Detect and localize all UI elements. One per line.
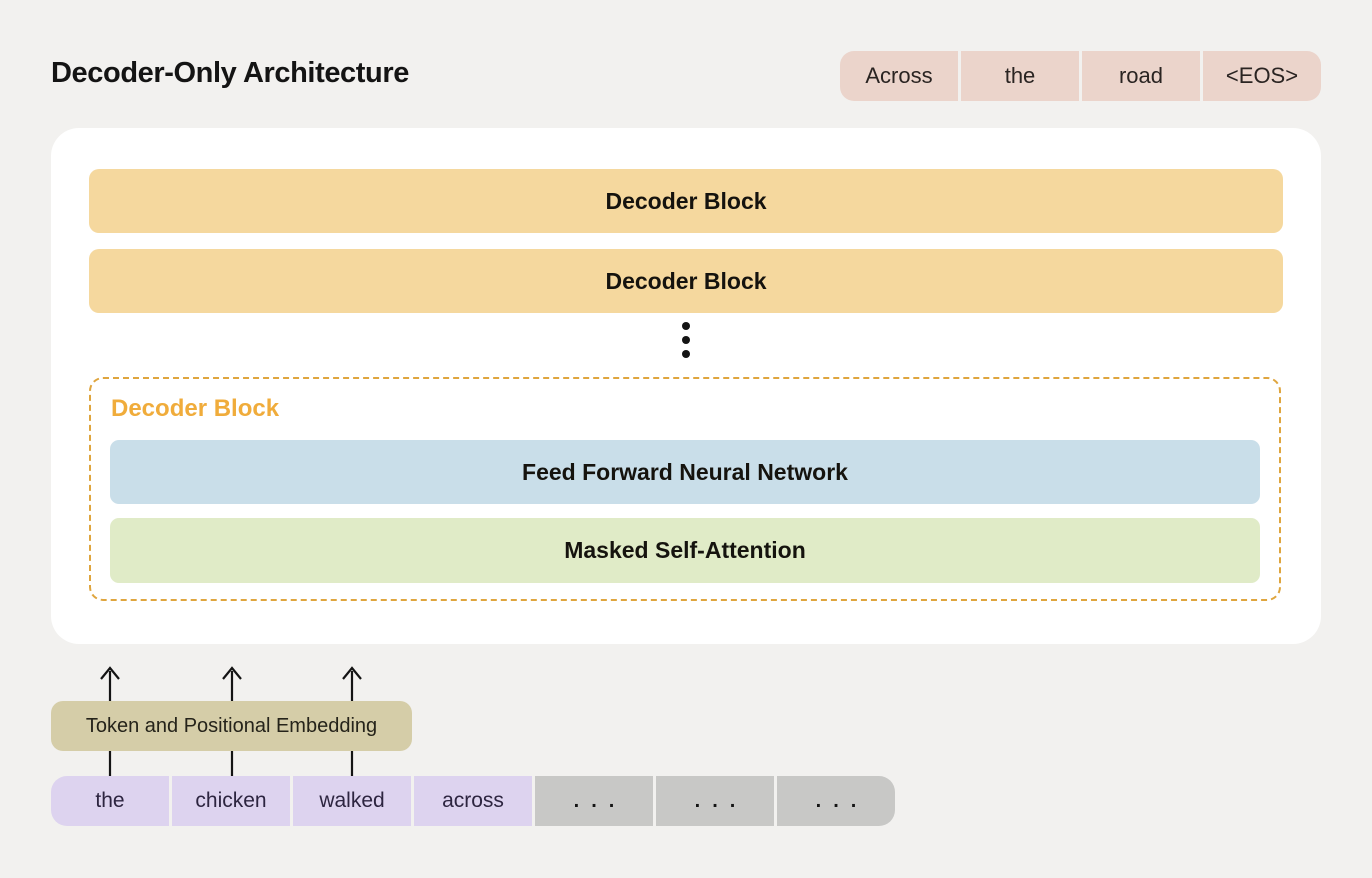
placeholder-token: ... (777, 776, 895, 826)
input-token: walked (293, 776, 411, 826)
output-token: the (961, 51, 1079, 101)
decoder-block-bar: Decoder Block (89, 249, 1283, 313)
input-token: across (414, 776, 532, 826)
output-token: <EOS> (1203, 51, 1321, 101)
placeholder-token: ... (656, 776, 774, 826)
ellipsis-label: ... (694, 789, 748, 812)
vertical-ellipsis-icon (51, 322, 1321, 358)
masked-self-attention-layer: Masked Self-Attention (110, 518, 1260, 583)
expanded-decoder-block: Decoder Block Feed Forward Neural Networ… (89, 377, 1281, 601)
ellipsis-label: ... (815, 789, 869, 812)
output-token: Across (840, 51, 958, 101)
architecture-card: Decoder Block Decoder Block Decoder Bloc… (51, 128, 1321, 644)
decoder-block-label: Decoder Block (111, 395, 280, 422)
ellipsis-label: ... (573, 789, 627, 812)
feed-forward-layer: Feed Forward Neural Network (110, 440, 1260, 504)
decoder-block-bar: Decoder Block (89, 169, 1283, 233)
output-token: road (1082, 51, 1200, 101)
input-token: chicken (172, 776, 290, 826)
output-token-group: Across the road <EOS> (840, 51, 1321, 101)
page-title: Decoder-Only Architecture (51, 57, 409, 89)
token-positional-embedding: Token and Positional Embedding (51, 701, 412, 751)
placeholder-token: ... (535, 776, 653, 826)
input-token: the (51, 776, 169, 826)
input-token-group: the chicken walked across ... ... ... (51, 776, 895, 826)
